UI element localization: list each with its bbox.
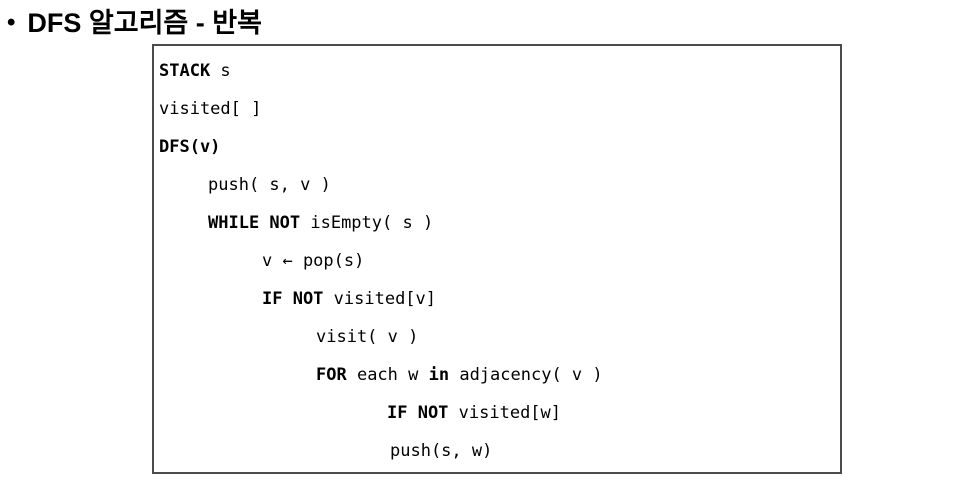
code-line-5: WHILE NOT isEmpty( s ) xyxy=(159,204,840,242)
code-line-10: IF NOT visited[w] xyxy=(159,394,840,432)
code-text: visited[ ] xyxy=(159,99,262,119)
code-keyword: WHILE NOT xyxy=(208,213,301,233)
code-keyword: IF NOT xyxy=(262,289,324,309)
code-keyword: DFS(v) xyxy=(159,137,221,157)
slide-title-text: DFS 알고리즘 - 반복 xyxy=(27,8,262,38)
code-text: each w xyxy=(346,365,429,385)
code-text: visited[w] xyxy=(448,403,562,423)
code-keyword: in xyxy=(428,365,450,385)
code-text: s xyxy=(210,61,231,81)
code-keyword: STACK xyxy=(159,61,211,81)
pseudocode-box: STACK s visited[ ] DFS(v) push( s, v ) WHILE… xyxy=(152,44,842,474)
code-line-8: visit( v ) xyxy=(159,318,840,356)
code-text: v ← pop(s) xyxy=(262,251,365,271)
code-line-1: STACK s xyxy=(159,52,840,90)
code-line-9: FOR each w in adjacency( v ) xyxy=(159,356,840,394)
code-text: isEmpty( s ) xyxy=(300,213,434,233)
code-keyword: FOR xyxy=(316,365,347,385)
code-line-11: push(s, w) xyxy=(159,432,840,470)
code-line-4: push( s, v ) xyxy=(159,166,840,204)
code-line-6: v ← pop(s) xyxy=(159,242,840,280)
code-text: push(s, w) xyxy=(390,441,493,461)
code-text: visited[v] xyxy=(323,289,437,309)
code-text: visit( v ) xyxy=(316,327,419,347)
code-line-3: DFS(v) xyxy=(159,128,840,166)
code-text: adjacency( v ) xyxy=(449,365,603,385)
slide-title: • DFS 알고리즘 - 반복 xyxy=(7,6,262,40)
bullet-icon: • xyxy=(7,9,16,36)
code-keyword: IF NOT xyxy=(387,403,449,423)
code-line-7: IF NOT visited[v] xyxy=(159,280,840,318)
code-text: push( s, v ) xyxy=(208,175,331,195)
code-line-2: visited[ ] xyxy=(159,90,840,128)
